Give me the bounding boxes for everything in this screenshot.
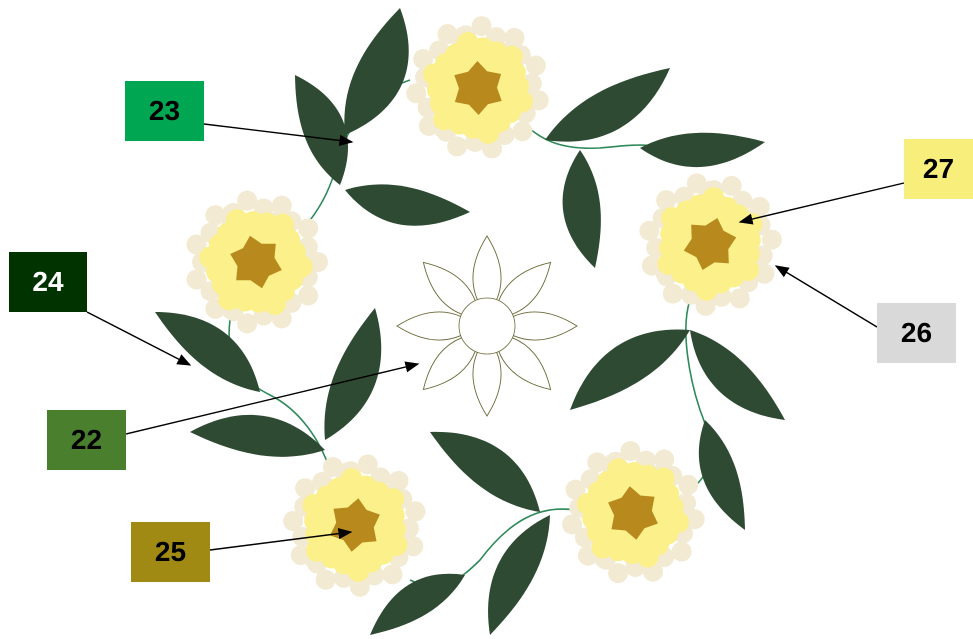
flower-5: [562, 441, 705, 583]
flowers-group: [187, 16, 782, 597]
outline-petal-1: [473, 236, 501, 300]
arrow-26: [776, 266, 877, 327]
leaf-7: [570, 329, 690, 410]
leaf-2: [295, 75, 348, 185]
center-outline-flower: [397, 236, 577, 416]
leaf-4: [545, 68, 670, 142]
petal-bump: [663, 284, 683, 304]
petal-bump: [298, 218, 318, 238]
petal-bump: [730, 288, 750, 308]
flower-3: [187, 191, 328, 334]
leaf-9: [699, 420, 745, 530]
outline-petal-5: [473, 352, 501, 416]
label-25: 25: [131, 522, 210, 582]
flower-4: [283, 454, 425, 596]
label-26: 26: [877, 303, 956, 363]
leaf-3: [345, 184, 470, 225]
petal-bump: [383, 564, 403, 584]
leaf-14: [190, 415, 325, 457]
outline-petal-7: [397, 312, 461, 340]
leaf-6: [563, 150, 601, 268]
petal-bump: [678, 475, 698, 495]
leaf-11: [488, 515, 550, 635]
label-22: 22: [47, 410, 126, 470]
flower-2: [639, 173, 781, 315]
petal-bump: [512, 121, 532, 141]
leaf-8: [690, 330, 785, 420]
leaf-10: [430, 432, 540, 512]
leaf-12: [370, 574, 465, 635]
outline-center: [459, 298, 515, 354]
leaf-13: [324, 308, 381, 440]
label-24: 24: [9, 252, 87, 312]
petal-bump: [187, 269, 207, 289]
label-27: 27: [904, 139, 973, 199]
stem-4: [410, 509, 575, 586]
petal-bump: [672, 542, 692, 562]
outline-petal-3: [513, 312, 577, 340]
petal-bump: [526, 56, 546, 76]
leaf-5: [640, 133, 765, 167]
petal-bump: [405, 501, 425, 521]
label-23: 23: [125, 81, 204, 141]
leaf-1: [344, 8, 408, 135]
flower-1: [406, 16, 549, 158]
